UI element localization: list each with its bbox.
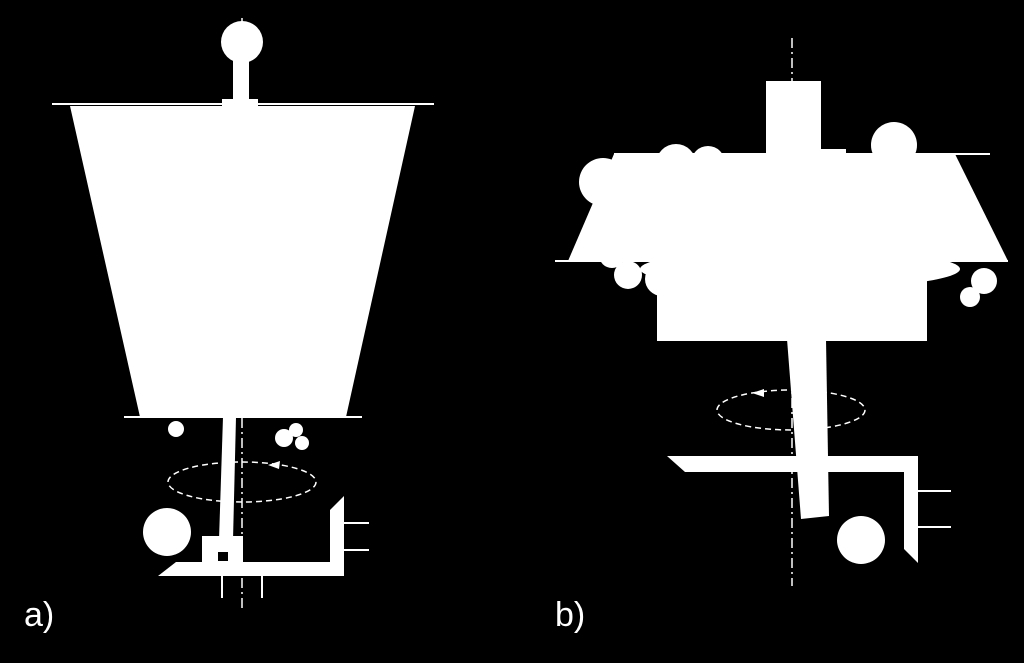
panel-a-holder-block	[202, 536, 243, 566]
panel-b-blob	[645, 262, 679, 296]
panel-a-rotation-arrow	[268, 461, 280, 469]
panel-b-blob	[871, 122, 917, 168]
panel-b: b)	[555, 38, 1008, 634]
panel-a-top-knob	[221, 21, 263, 63]
panel-b-top-column	[766, 81, 821, 155]
panel-b-blob	[614, 261, 642, 289]
panel-a-particle-cluster	[295, 436, 309, 450]
panel-a: a)	[24, 18, 434, 634]
panel-b-base-plate	[667, 456, 918, 563]
panel-b-trapezoid-body	[568, 154, 1008, 261]
panel-b-blob	[971, 268, 997, 294]
panel-a-rotation-ellipse	[167, 461, 317, 503]
panel-b-rim-bulge	[640, 249, 960, 289]
panel-a-large-ball	[143, 508, 191, 556]
panel-b-blob	[820, 149, 846, 157]
panel-a-particle	[168, 421, 184, 437]
panel-a-base-plate	[158, 496, 344, 576]
panel-b-blob	[656, 144, 696, 184]
panel-b-blob	[960, 287, 980, 307]
panel-a-label: a)	[24, 596, 54, 634]
panel-b-large-ball	[837, 516, 885, 564]
panel-b-label: b)	[555, 596, 585, 634]
panel-b-blob	[599, 242, 625, 268]
panel-b-rotation-arrow	[752, 389, 764, 397]
panel-a-holder-slot	[218, 552, 228, 561]
panel-a-stem-base	[222, 99, 258, 106]
panel-a-frustum-body	[70, 106, 415, 417]
panel-a-particle-cluster	[289, 423, 303, 437]
panel-a-shaft	[219, 417, 236, 540]
panel-a-particle-cluster	[275, 429, 293, 447]
panel-b-blob	[579, 158, 627, 206]
panel-b-rotation-ellipse	[716, 389, 866, 431]
panel-a-top-stem	[233, 55, 249, 103]
panel-b-blob	[691, 146, 725, 180]
